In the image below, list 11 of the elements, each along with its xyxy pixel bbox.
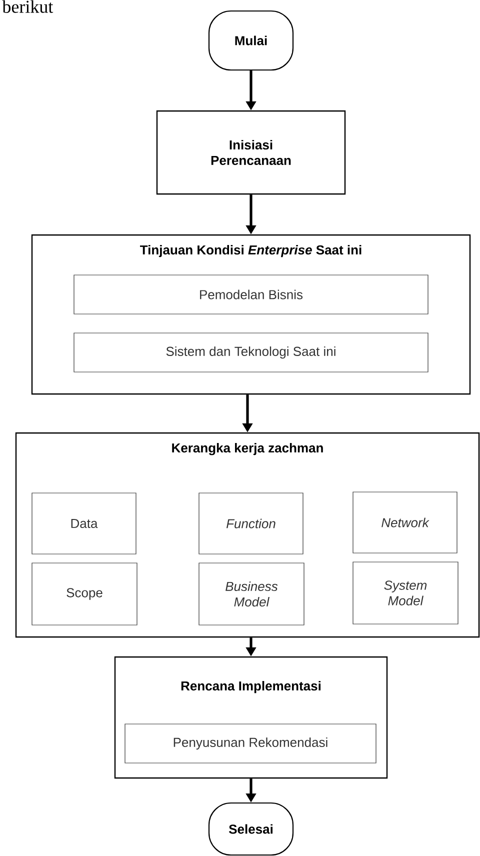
process-box: Scope	[32, 562, 138, 626]
process-box: Penyusunan Rekomendasi	[124, 724, 376, 764]
caption-text: berikut	[2, 0, 54, 13]
process-box: Sistem dan Teknologi Saat ini	[74, 332, 428, 372]
process-box: Function	[198, 492, 304, 554]
process-box: System Model	[352, 562, 458, 624]
process-box: Inisiasi Perencanaan	[156, 110, 346, 195]
process-box: Business Model	[198, 562, 304, 626]
process-box: Data	[32, 492, 136, 554]
process-box: Network	[352, 492, 458, 554]
process-box: Pemodelan Bisnis	[74, 274, 428, 314]
